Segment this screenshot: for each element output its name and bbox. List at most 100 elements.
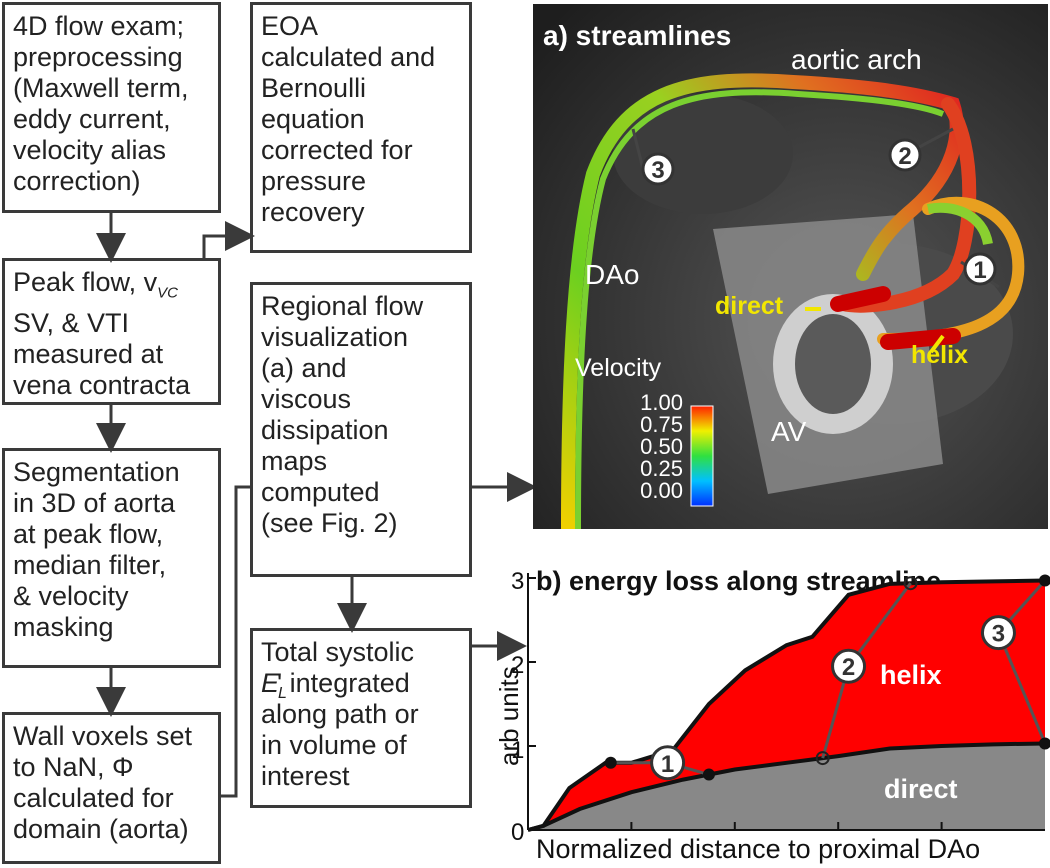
step-visualization-box: Regional flow visualization (a) and visc…: [250, 282, 472, 577]
streamlines-image: 3 2 1 a) streamlines aortic arch DAo AV …: [533, 4, 1048, 529]
box-line: in volume of: [261, 730, 407, 760]
box-line: measured at: [13, 339, 164, 370]
direct-area: [528, 743, 1045, 830]
chart-marker: [650, 745, 686, 781]
marker-2-label: 2: [898, 143, 911, 170]
box-line: at peak flow,: [13, 519, 164, 549]
direct-label: direct: [715, 292, 784, 320]
curve-point-open: [815, 751, 830, 766]
box-line: domain (aorta): [13, 814, 189, 844]
direct-streamline: [830, 286, 891, 312]
box-line-text: Peak flow, v: [13, 267, 158, 297]
box-line: 4D flow exam;: [13, 11, 185, 41]
helix-streamline: [927, 202, 993, 246]
step-peak-flow-box: Peak flow, vVC SV, & VTI measured at ven…: [2, 258, 221, 405]
chart-marker-label: 3: [992, 621, 1005, 648]
chart-marker-label: 1: [661, 751, 674, 778]
colorbar-tick: 0.75: [640, 412, 683, 437]
curve-point: [702, 768, 715, 781]
y-tick-label: 2: [511, 652, 525, 679]
marker-3-label: 3: [651, 157, 664, 184]
box-line: Wall voxels set: [13, 721, 193, 751]
streamline: [836, 97, 977, 313]
box-line: & velocity: [13, 581, 129, 611]
box-line: pressure: [261, 166, 367, 196]
marker-connector: [997, 632, 1047, 745]
chart-marker-label: 2: [842, 654, 855, 681]
colorbar-tick: 1.00: [640, 390, 683, 415]
av-label: AV: [771, 416, 807, 447]
chart-marker: [980, 615, 1016, 651]
curve-point: [1039, 574, 1050, 587]
panel-a-title: a) streamlines: [543, 20, 732, 51]
direct-line: [527, 741, 1046, 832]
box-line: preprocessing: [13, 42, 183, 72]
box-line: Bernoulli: [261, 73, 367, 103]
box-line: interest: [261, 761, 350, 791]
box-line: calculated for: [13, 783, 174, 813]
box-line: Total systolic: [261, 637, 415, 667]
series-label-direct: direct: [884, 774, 958, 804]
box-line: (a) and: [261, 353, 347, 383]
box-line: masking: [13, 612, 114, 642]
marker-2: 2: [888, 138, 922, 172]
box-line: Peak flow, vVC: [13, 267, 210, 308]
chart-marker: [831, 648, 867, 684]
el-symbol: E: [261, 668, 280, 698]
colorbar-tick: 0.25: [640, 456, 683, 481]
marker-1: 1: [963, 252, 997, 286]
el-subscript: L: [278, 685, 287, 702]
streamline: [561, 73, 964, 529]
aortic-arch-label: aortic arch: [791, 44, 922, 75]
aortic-valve-lumen: [795, 314, 871, 414]
vc-subscript: VC: [157, 284, 178, 302]
box-line: along path or: [261, 699, 419, 729]
curve-point-open: [903, 576, 918, 591]
box-line: SV, & VTI: [13, 308, 130, 339]
colorbar-title: Velocity: [575, 354, 662, 382]
arrow-to-eoa: [202, 221, 255, 258]
series-label-helix: helix: [880, 660, 942, 690]
box-line: recovery: [261, 197, 365, 227]
y-tick-label: 3: [511, 568, 525, 595]
y-tick-label: 1: [511, 737, 525, 764]
box-line: calculated and: [261, 42, 436, 72]
helix-label: helix: [911, 341, 968, 369]
box-line: vena contracta: [13, 370, 191, 401]
box-line: (Maxwell term,: [13, 73, 189, 103]
marker-leader: [631, 128, 645, 170]
step-segmentation-box: Segmentation in 3D of aorta at peak flow…: [2, 448, 221, 668]
colorbar: [690, 405, 714, 507]
connector-to-visualization: [221, 485, 250, 798]
marker-1-label: 1: [973, 257, 986, 284]
box-line: to NaN, Φ: [13, 752, 134, 782]
box-line: (see Fig. 2): [261, 508, 398, 538]
step-wall-voxels-box: Wall voxels set to NaN, Φ calculated for…: [2, 712, 221, 864]
curve-point: [1039, 737, 1050, 750]
box-line: Regional flow: [261, 291, 424, 321]
marker-3: 3: [641, 152, 675, 186]
dao-label: DAo: [585, 259, 640, 290]
box-line: velocity alias: [13, 135, 167, 165]
box-line: median filter,: [13, 550, 167, 580]
box-line: eddy current,: [13, 104, 171, 134]
box-line: dissipation: [261, 415, 389, 445]
box-line: viscous: [261, 384, 352, 414]
y-axis-label: arb units: [494, 666, 524, 766]
box-line-text: ' integrated: [277, 668, 410, 698]
streamlines-drawing: 3 2 1: [533, 4, 1048, 529]
box-line: maps: [261, 446, 328, 476]
colorbar-ticks: 1.00 0.75 0.50 0.25 0.00: [625, 392, 683, 502]
streamline: [575, 89, 945, 529]
box-line: corrected for: [261, 135, 413, 165]
helix-leader: [929, 334, 945, 354]
box-line: in 3D of aorta: [13, 488, 176, 518]
box-line: EOA: [261, 11, 319, 41]
helix-line: [527, 578, 1046, 832]
box-line: Segmentation: [13, 457, 180, 487]
box-line: correction): [13, 166, 141, 196]
